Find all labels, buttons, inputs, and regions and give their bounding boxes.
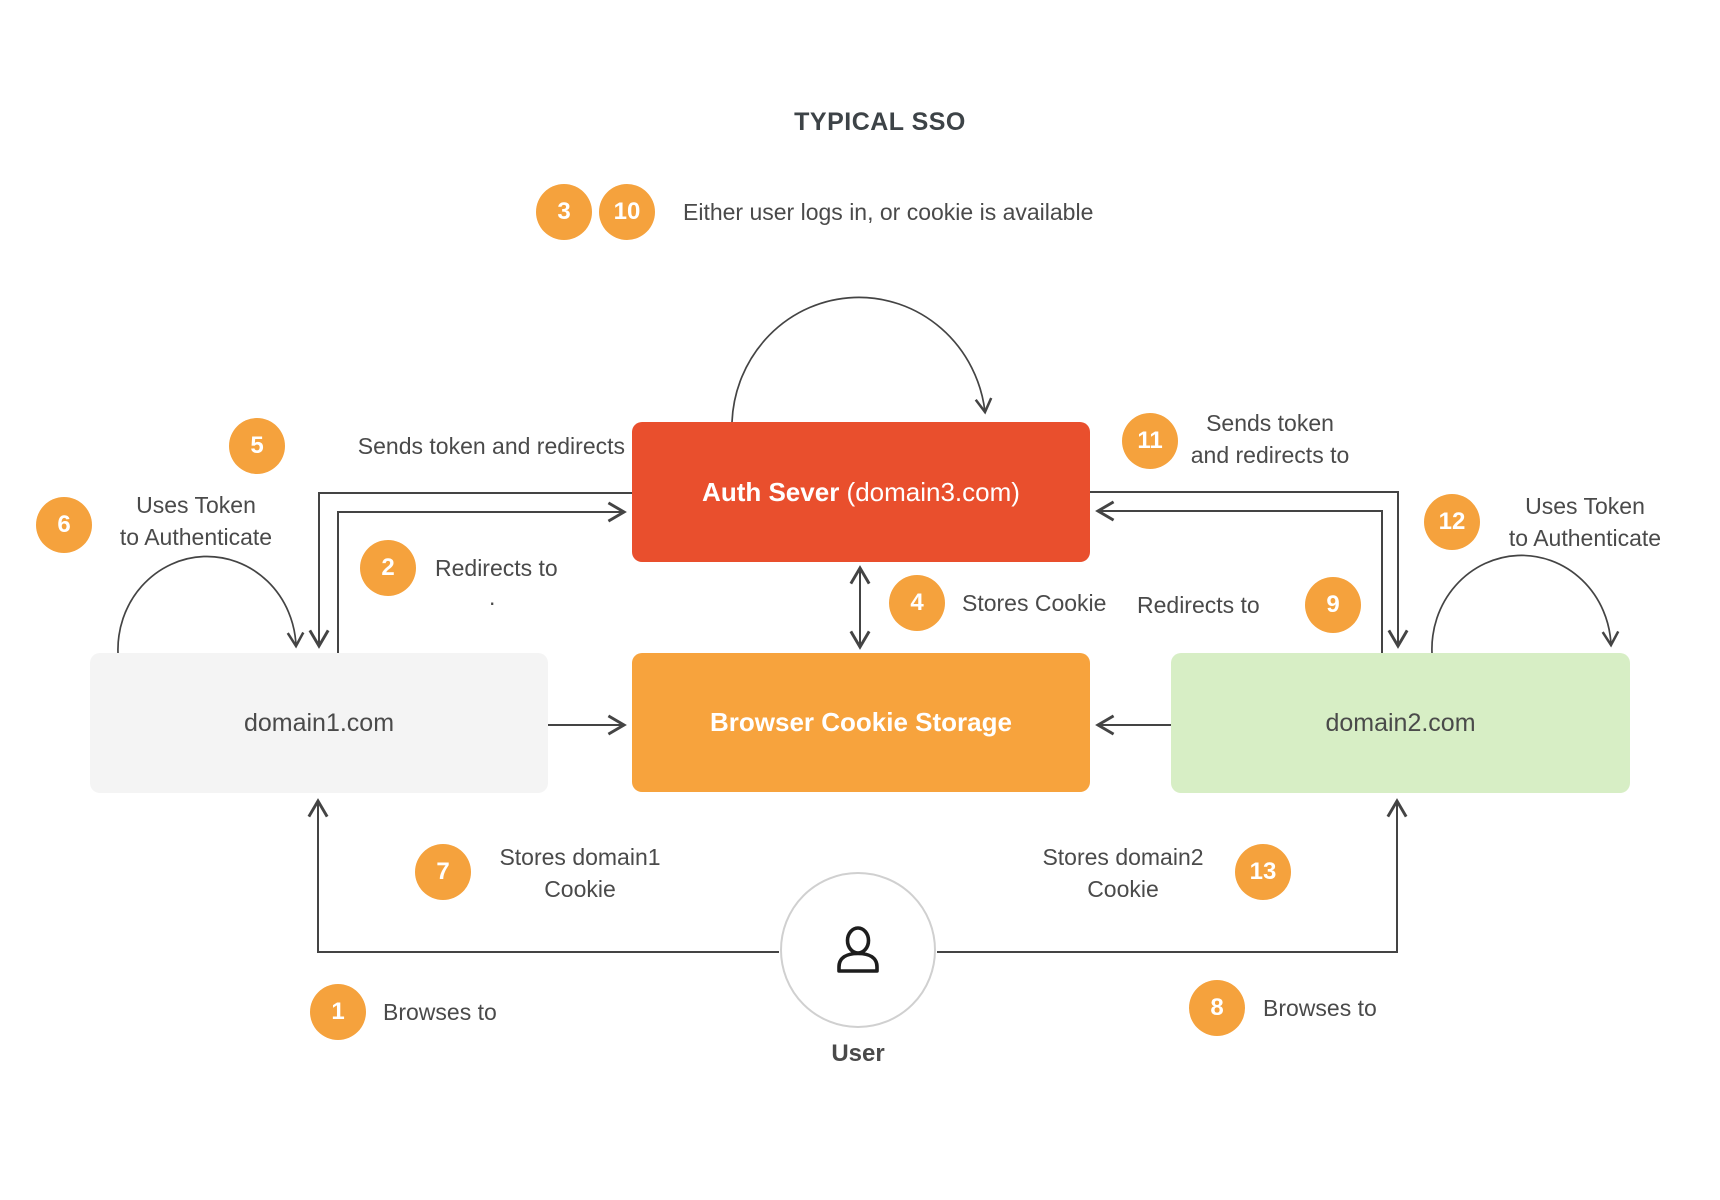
step-10-badge: 10	[599, 184, 655, 240]
step-11-label: Sends token and redirects to	[1190, 410, 1350, 468]
domain2-to-auth-arrow	[1095, 500, 1383, 653]
step-13-badge: 13	[1235, 844, 1291, 900]
user-node	[780, 872, 936, 1028]
step-7-label: Stores domain1 Cookie	[499, 844, 661, 902]
user-to-domain2-arrow	[937, 798, 1408, 953]
domain2-box: domain2.com	[1171, 653, 1630, 793]
browser-cookie-storage-label: Browser Cookie Storage	[710, 707, 1012, 737]
step-1-label: Browses to	[383, 999, 497, 1025]
step-11-badge: 11	[1122, 413, 1178, 469]
step-3-badge: 3	[536, 184, 592, 240]
auth-self-loop-arrow	[731, 296, 993, 423]
step-6-badge: 6	[36, 497, 92, 553]
step-5-label: Sends token and redirects	[357, 433, 625, 459]
auth-server-box: Auth Sever (domain3.com)	[632, 422, 1090, 562]
domain2-label: domain2.com	[1325, 708, 1476, 737]
step-12-label: Uses Token to Authenticate	[1508, 493, 1662, 551]
user-to-domain1-arrow	[307, 798, 779, 953]
step-9-label: Redirects to	[1137, 592, 1260, 618]
step-4-label: Stores Cookie	[962, 590, 1107, 616]
step-13-label: Stores domain2 Cookie	[1042, 844, 1204, 902]
domain1-to-auth-arrow	[337, 501, 627, 653]
domain2-self-loop-arrow	[1431, 554, 1620, 654]
step-1-badge: 1	[310, 984, 366, 1040]
auth-server-label-bold: Auth Sever	[702, 476, 840, 507]
step-7-badge: 7	[415, 844, 471, 900]
user-label: User	[831, 1040, 885, 1067]
step-9-badge: 9	[1305, 577, 1361, 633]
step-3-10-label: Either user logs in, or cookie is availa…	[683, 199, 1094, 225]
step-2-label: Redirects to	[435, 555, 558, 581]
auth-server-label-domain: (domain3.com)	[839, 476, 1020, 507]
domain1-label: domain1.com	[243, 708, 395, 737]
browser-cookie-storage-box: Browser Cookie Storage	[632, 653, 1090, 792]
step-2-badge: 2	[360, 540, 416, 596]
auth-to-domain1-arrow	[308, 492, 632, 649]
stray-dot: .	[489, 584, 496, 610]
user-person-icon	[837, 926, 879, 973]
step-8-label: Browses to	[1263, 995, 1377, 1021]
step-8-badge: 8	[1189, 980, 1245, 1036]
domain1-box: domain1.com	[90, 653, 548, 793]
step-12-badge: 12	[1424, 494, 1480, 550]
diagram-title: TYPICAL SSO	[794, 108, 966, 136]
step-4-badge: 4	[889, 575, 945, 631]
step-5-badge: 5	[229, 418, 285, 474]
step-6-label: Uses Token to Authenticate	[119, 492, 273, 550]
auth-to-domain2-arrow	[1090, 491, 1409, 649]
domain1-self-loop-arrow	[117, 555, 305, 654]
